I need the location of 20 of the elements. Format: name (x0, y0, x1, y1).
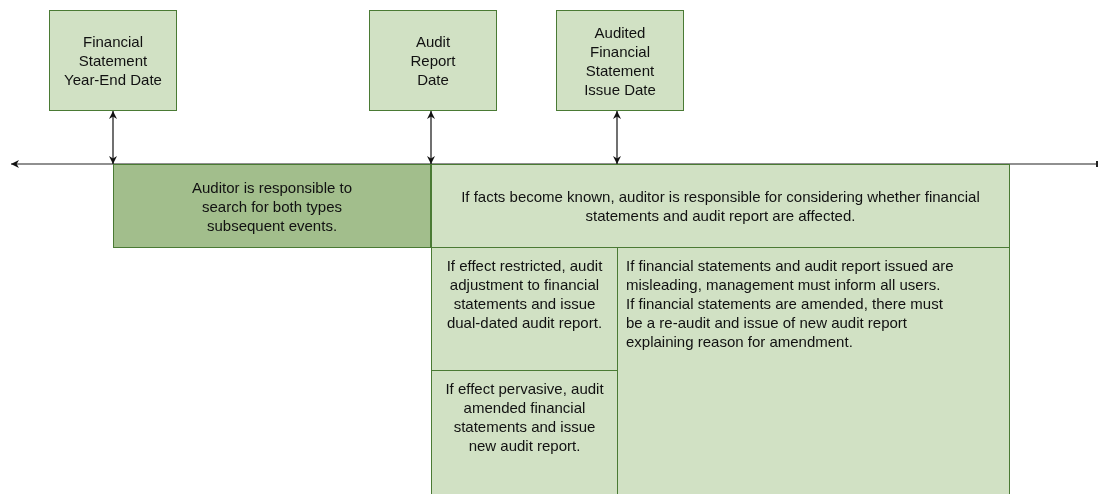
action-box (617, 247, 1010, 494)
node-text: Audit Report Date (409, 32, 457, 89)
node-text: If facts become known, auditor is responsible for considering whether financial statements and audit report are affected. (460, 187, 981, 225)
node-text: If financial statements and audit report issued are misleading, management must inform all users. (626, 256, 955, 294)
action-box (431, 370, 618, 494)
double-arrow (109, 110, 117, 165)
action-box (431, 247, 618, 371)
date-box (369, 10, 497, 111)
node-text: Financial Statement Year-End Date (64, 32, 162, 89)
period-box (113, 164, 431, 248)
double-arrow (427, 110, 435, 165)
node-text: If effect restricted, audit adjustment to financial statements and issue dual-dated audit report. (445, 256, 604, 332)
date-box (49, 10, 177, 111)
node-text: Auditor is responsible to search for both types subsequent events. (190, 177, 354, 235)
node-text: If effect pervasive, audit amended financial statements and issue new audit report. (444, 379, 605, 455)
date-box (556, 10, 684, 111)
node-text: If financial statements are amended, there must be a re-audit and issue of new audit report explaining reason for amendment. (626, 294, 944, 351)
double-arrow (613, 110, 621, 165)
node-text: Audited Financial Statement Issue Date (583, 22, 657, 99)
period-box (431, 164, 1010, 248)
